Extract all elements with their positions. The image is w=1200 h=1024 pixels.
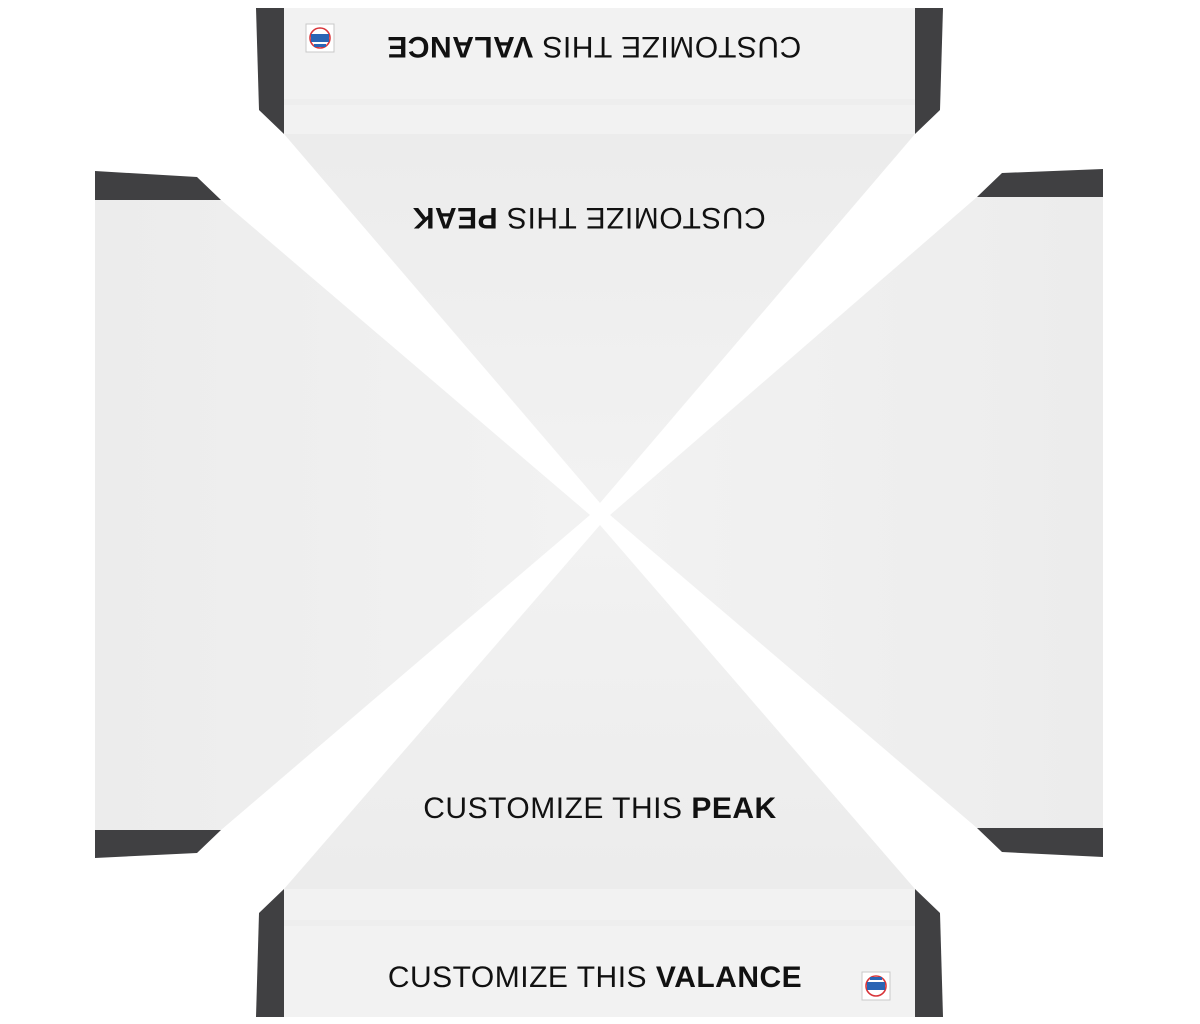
peak-bottom-panel[interactable] [284, 525, 915, 889]
frame-right-top [977, 169, 1103, 197]
frame-bottom-left [256, 889, 284, 1017]
frame-top-left [256, 8, 284, 134]
frame-top-right [915, 8, 943, 134]
frame-bottom-right [915, 889, 943, 1017]
brand-logo-icon [861, 971, 891, 1001]
valance-bottom-panel[interactable] [284, 889, 915, 1017]
frame-left-top [95, 171, 221, 200]
valance-bottom-seam [284, 920, 915, 926]
valance-top-panel[interactable] [284, 8, 915, 134]
top-peak-label: CUSTOMIZE THIS PEAK [412, 201, 765, 234]
peak-left-panel[interactable] [95, 200, 590, 830]
valance-top-seam [284, 99, 915, 105]
bottom-peak-label: CUSTOMIZE THIS PEAK [423, 792, 776, 825]
frame-right-bottom [977, 828, 1103, 857]
peak-right-panel[interactable] [610, 197, 1103, 828]
brand-logo-icon [305, 23, 335, 53]
peak-top-panel[interactable] [284, 134, 915, 503]
frame-left-bottom [95, 830, 221, 858]
bottom-valance-label: CUSTOMIZE THIS VALANCE [388, 961, 802, 994]
top-valance-label: CUSTOMIZE THIS VALANCE [387, 30, 801, 63]
